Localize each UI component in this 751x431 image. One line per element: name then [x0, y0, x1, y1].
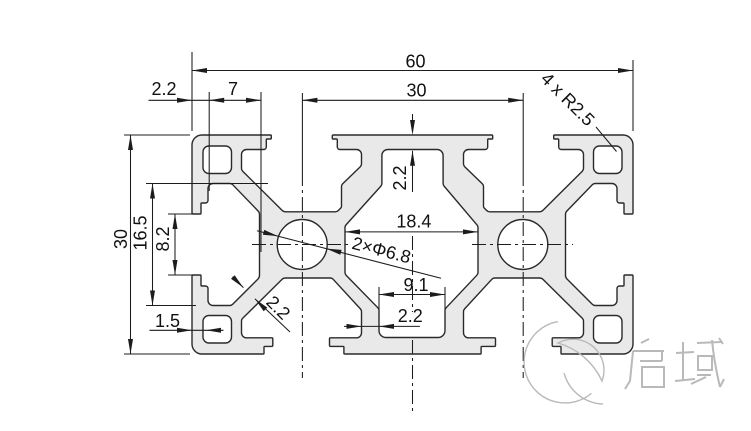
svg-text:18.4: 18.4	[396, 212, 431, 232]
svg-text:2.2: 2.2	[390, 165, 410, 190]
svg-text:9.1: 9.1	[403, 275, 428, 295]
svg-text:2.2: 2.2	[398, 306, 423, 326]
svg-text:30: 30	[406, 81, 426, 101]
svg-text:8.2: 8.2	[153, 226, 173, 251]
svg-text:1.5: 1.5	[155, 311, 180, 331]
svg-text:2.2: 2.2	[151, 79, 176, 99]
svg-text:16.5: 16.5	[131, 215, 151, 250]
svg-text:60: 60	[405, 52, 425, 72]
svg-text:30: 30	[111, 229, 131, 249]
svg-text:7: 7	[228, 79, 238, 99]
